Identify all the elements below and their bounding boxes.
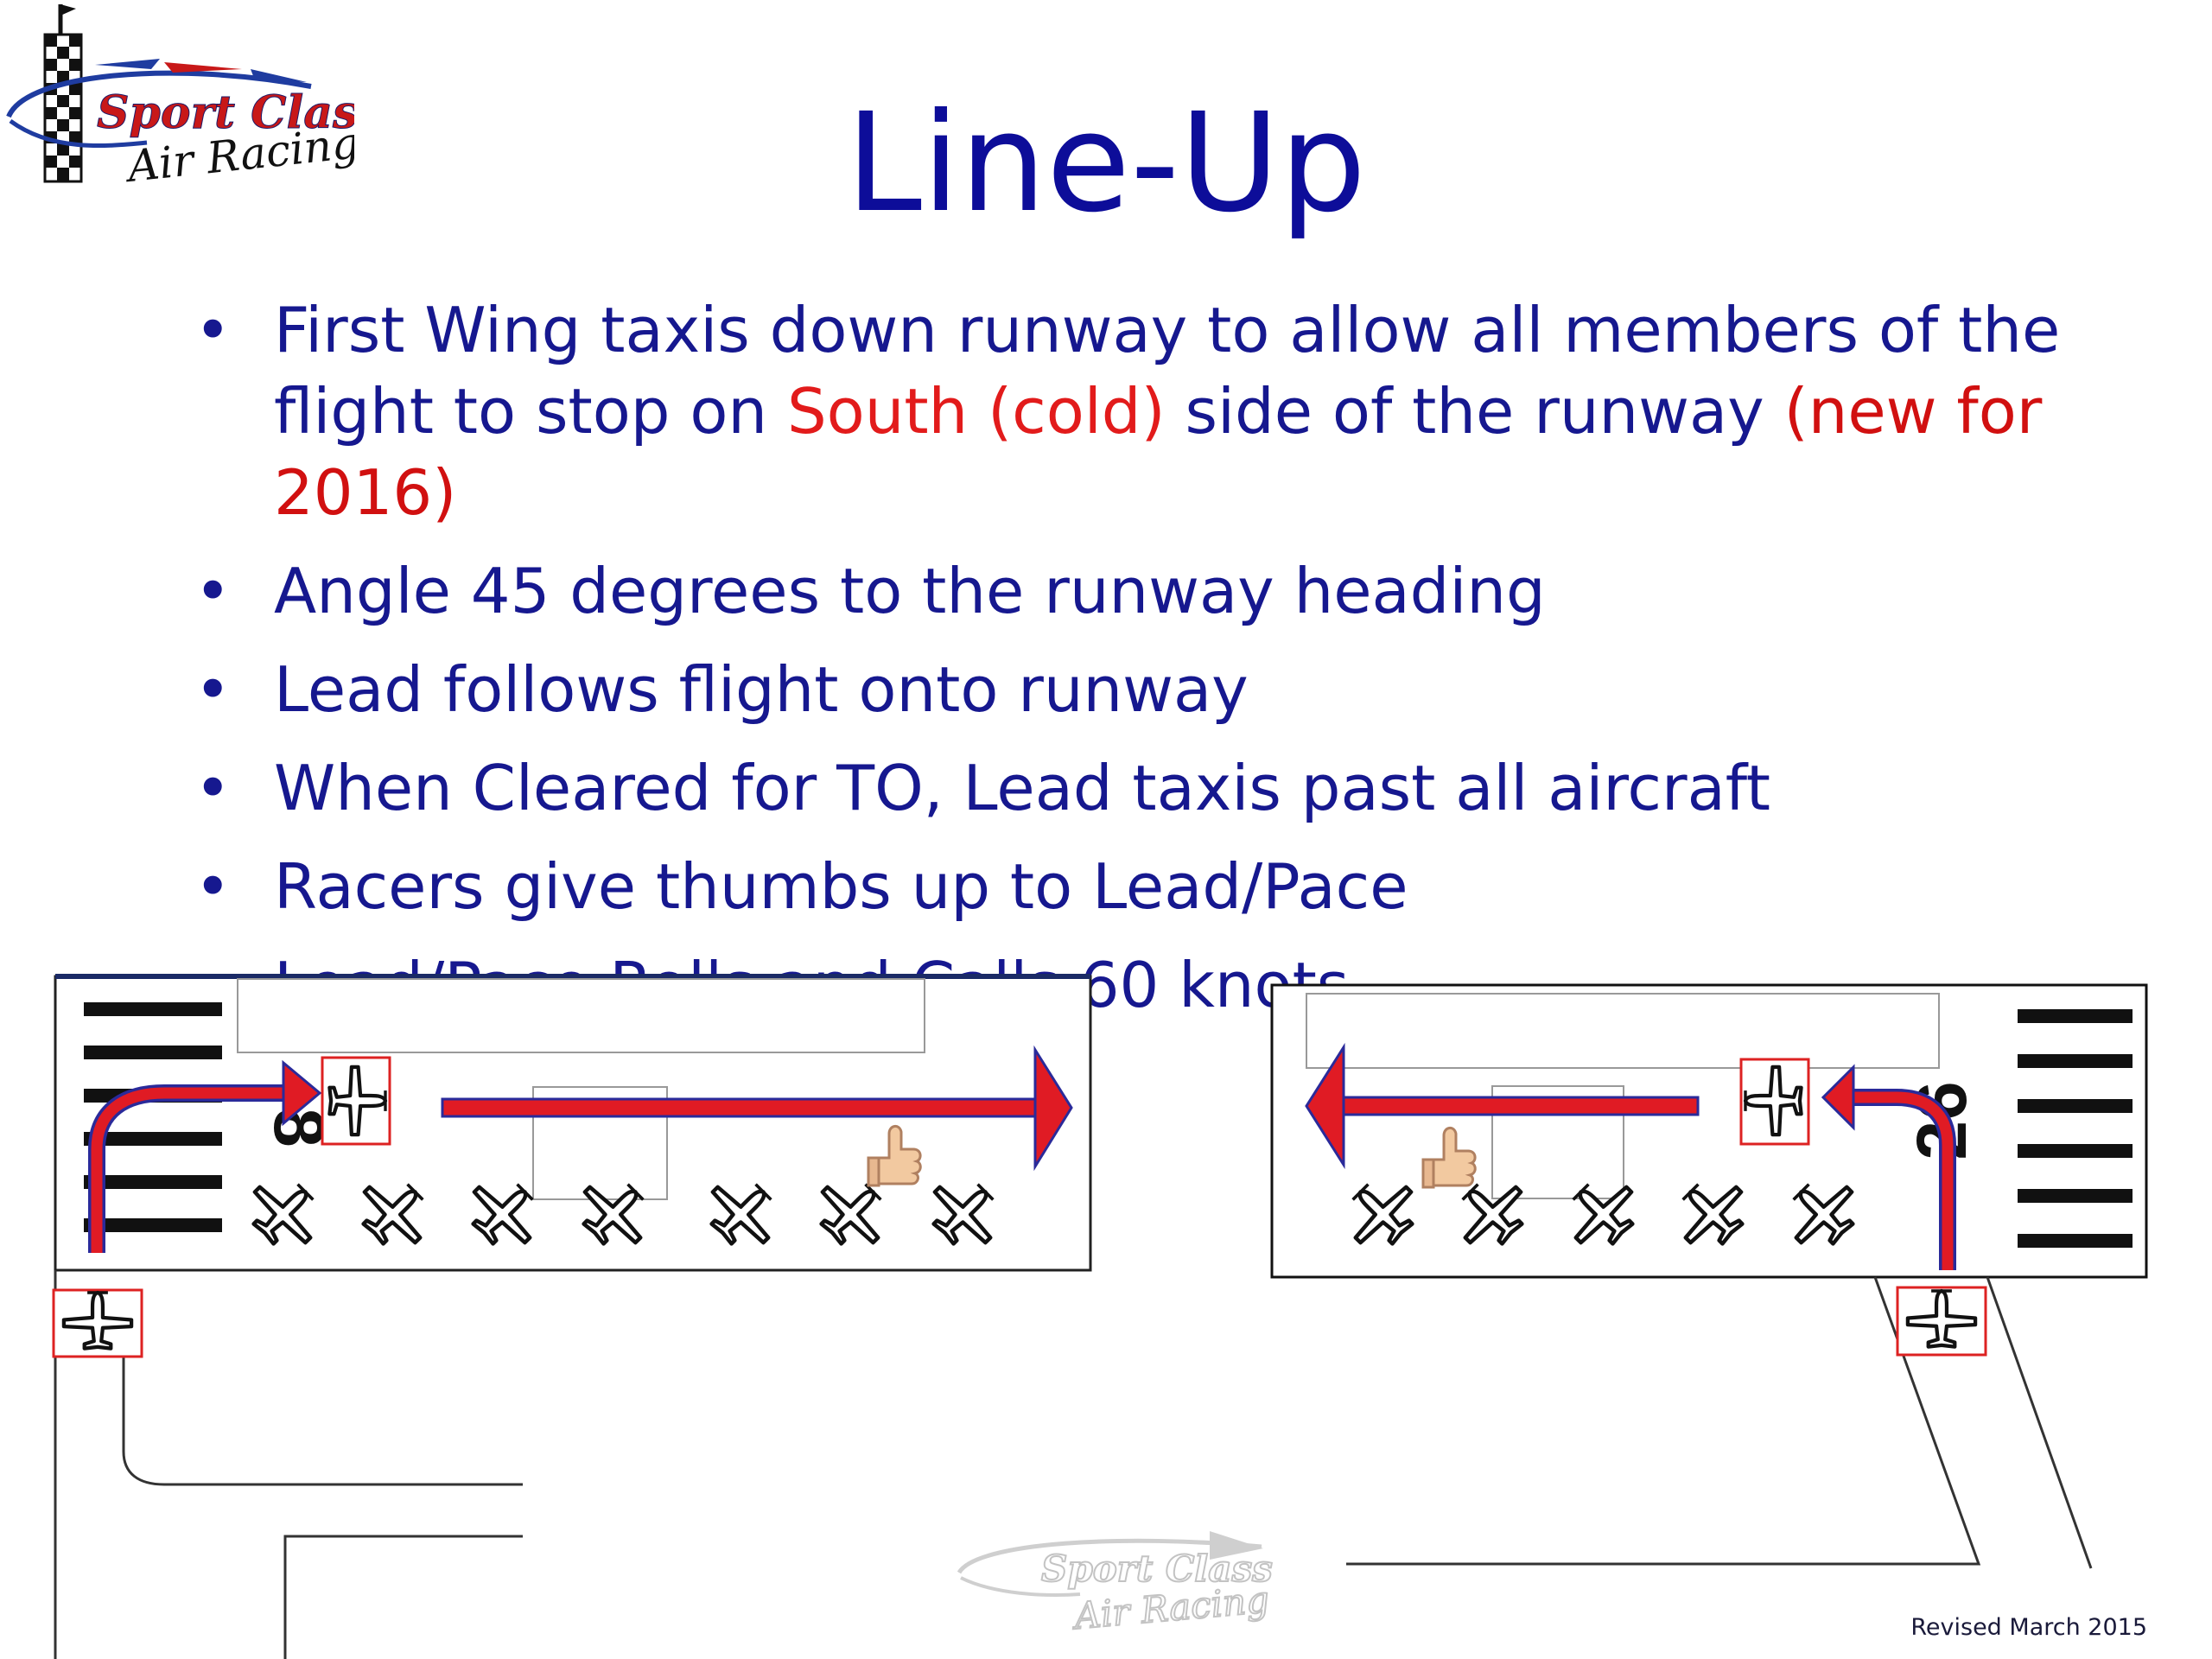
bullet-item: Racers give thumbs up to Lead/Pace	[194, 846, 2121, 927]
bullet-text: First Wing taxis down runway to allow al…	[274, 294, 2061, 448]
takeoff-arrow-left	[441, 1045, 1073, 1172]
taxi-arrow-right-turn	[1821, 1064, 1956, 1270]
watermark-logo: Sport Class Air Racing	[957, 1531, 1274, 1638]
bullet-text: When Cleared for TO, Lead taxis past all…	[274, 752, 1771, 824]
bullet-item: Angle 45 degrees to the runway heading	[194, 550, 2121, 632]
bullet-item: When Cleared for TO, Lead taxis past all…	[194, 747, 2121, 829]
bullet-item: First Wing taxis down runway to allow al…	[194, 289, 2121, 533]
taxiway-right	[1346, 1276, 2093, 1569]
taxi-arrow-left-turn	[88, 1059, 322, 1253]
bullet-text: side of the runway	[1165, 375, 1784, 448]
checkered-flag-icon	[43, 33, 83, 183]
bullet-item: Lead follows flight onto runway	[194, 649, 2121, 730]
svg-text:Sport Class: Sport Class	[97, 86, 354, 139]
runway-left: 8	[54, 974, 1092, 1272]
svg-text:Sport Class: Sport Class	[1041, 1548, 1273, 1590]
highlight-text: South (cold)	[786, 375, 1166, 448]
sport-class-logo: Sport Class Air Racing	[6, 4, 354, 192]
bullet-text: Lead follows flight onto runway	[274, 653, 1249, 726]
bullet-text: Racers give thumbs up to Lead/Pace	[274, 850, 1408, 923]
page-title: Line-Up	[845, 84, 1367, 243]
takeoff-arrow-right	[1305, 1042, 1700, 1170]
highlight-text: (new for 2016)	[274, 375, 2043, 529]
bullet-text: Angle 45 degrees to the runway heading	[274, 555, 1546, 627]
revision-note: Revised March 2015	[1910, 1614, 2147, 1641]
